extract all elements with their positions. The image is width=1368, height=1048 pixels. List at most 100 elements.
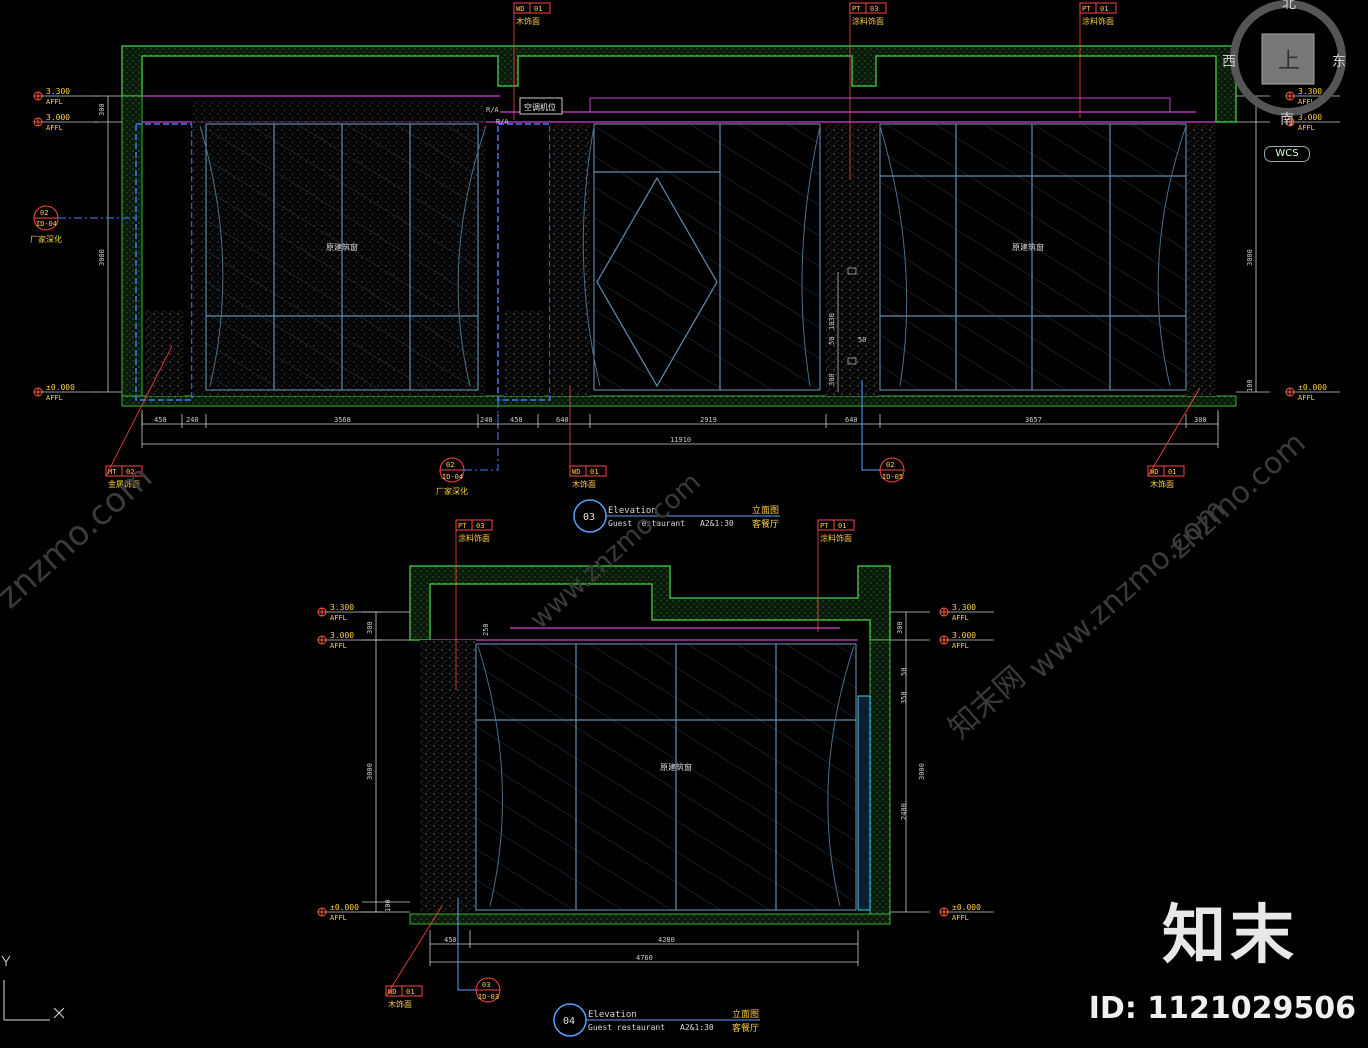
dim-socket-50b: 50 [858,336,866,344]
left-cabinet-wood [146,310,184,396]
svg-text:02: 02 [886,461,894,469]
level-unit: AFFL [330,614,347,622]
stone-panel-04 [420,640,476,912]
room-label-window-right: 原建筑窗 [1012,242,1044,252]
callout-left[interactable]: 02 ID-04 厂家深化 [30,205,136,244]
svg-text:木饰面: 木饰面 [572,479,596,489]
elevation-04: 原建筑窗 300 3000 100 300 3000 2400 50 350 2… [317,519,994,1037]
svg-text:01: 01 [406,988,414,996]
svg-text:01: 01 [590,468,598,476]
level-value: 3.000 [46,113,70,122]
svg-text:木饰面: 木饰面 [1150,479,1174,489]
dim-socket-1030: 1030 [828,313,836,330]
title-block-03[interactable]: 03 Elevation 立面图 Guest restaurant A2&1:3… [573,499,780,533]
window-center[interactable] [593,123,821,391]
dim-right-100: 100 [1246,379,1254,392]
svg-text:木饰面: 木饰面 [516,16,540,26]
dim04-r-2400: 2400 [900,803,908,820]
level-value: 3.000 [952,631,976,640]
dim-socket-50a: 50 [828,337,836,345]
title-block-04[interactable]: 04 Elevation 立面图 Guest restaurant A2&1:3… [553,1003,760,1037]
svg-text:西: 西 [1222,54,1236,70]
wall-section-top [121,45,1237,123]
callout-id05[interactable]: 02 ID-05 [861,380,905,483]
stone-panel-right [1186,124,1216,396]
floor-slab-04 [409,913,891,925]
curtains [199,125,1187,387]
dim-segment-label: 640 [556,416,569,424]
room-label-window-04: 原建筑窗 [660,762,692,772]
svg-text:znzmo.com: znzmo.com [0,457,160,617]
level-unit: AFFL [1298,124,1315,132]
svg-text:涂料饰面: 涂料饰面 [852,16,884,26]
level-value: ±0.000 [46,383,75,392]
window-right[interactable] [879,123,1187,391]
level-unit: AFFL [1298,98,1315,106]
curtain-box [589,97,1171,113]
id-watermark: ID: 1121029506 [1088,991,1356,1026]
dim04-l-100: 100 [384,899,392,912]
stone-panel-center [826,124,878,396]
svg-text:PT: PT [820,522,829,530]
svg-text:znzmo.com: znzmo.com [1162,425,1313,566]
dim-segment-label: 240 [480,416,493,424]
svg-text:WD: WD [1150,468,1158,476]
svg-text:ID-04: ID-04 [442,473,463,481]
svg-text:Elevation: Elevation [608,506,657,516]
level-value: ±0.000 [1298,383,1327,392]
viewcube[interactable]: 北 西 东 南 上 [1222,0,1368,160]
svg-text:MT: MT [108,468,117,476]
svg-text:WD: WD [388,988,396,996]
dim-vertical-left [94,95,122,393]
glass-door-edge [857,695,871,911]
dim-segment-label: 640 [845,416,858,424]
curtains-04 [477,645,855,907]
ceiling-line-04 [430,627,858,641]
level-value: 3.000 [1298,113,1322,122]
svg-text:知末网: 知末网 [942,660,1032,746]
compass-icon: 北 西 东 南 上 [1222,0,1346,128]
window-04[interactable] [475,643,857,911]
room-label-window-left: 原建筑窗 [326,242,358,252]
dim04-r-3000: 3000 [918,763,926,780]
svg-text:PT: PT [852,5,861,13]
level-unit: AFFL [952,614,969,622]
svg-text:03: 03 [482,981,490,989]
callout-04[interactable]: 03 ID-03 [457,898,501,1003]
dim-vertical-right-04 [890,611,930,913]
svg-text:01: 01 [1168,468,1176,476]
dim04-r-350: 350 [900,691,908,704]
callout-bottom[interactable]: 02 ID-04 厂家深化 [436,400,499,496]
dim-segment-label: 3657 [1025,416,1042,424]
level-unit: AFFL [330,914,347,922]
level-value: 3.300 [330,603,354,612]
window-04-mullions [476,644,856,910]
level-value: ±0.000 [952,903,981,912]
material-tag[interactable]: WD 01 木饰面 [1147,387,1201,489]
svg-text:北: 北 [1282,0,1296,12]
wcs-dropdown[interactable]: WCS [1264,146,1310,162]
svg-text:客餐厅: 客餐厅 [752,518,779,530]
level-unit: AFFL [330,642,347,650]
dim-segment-label: 450 [510,416,523,424]
level-unit: AFFL [952,914,969,922]
svg-text:厂家深化: 厂家深化 [30,234,62,244]
dim-segment-label: 450 [154,416,167,424]
